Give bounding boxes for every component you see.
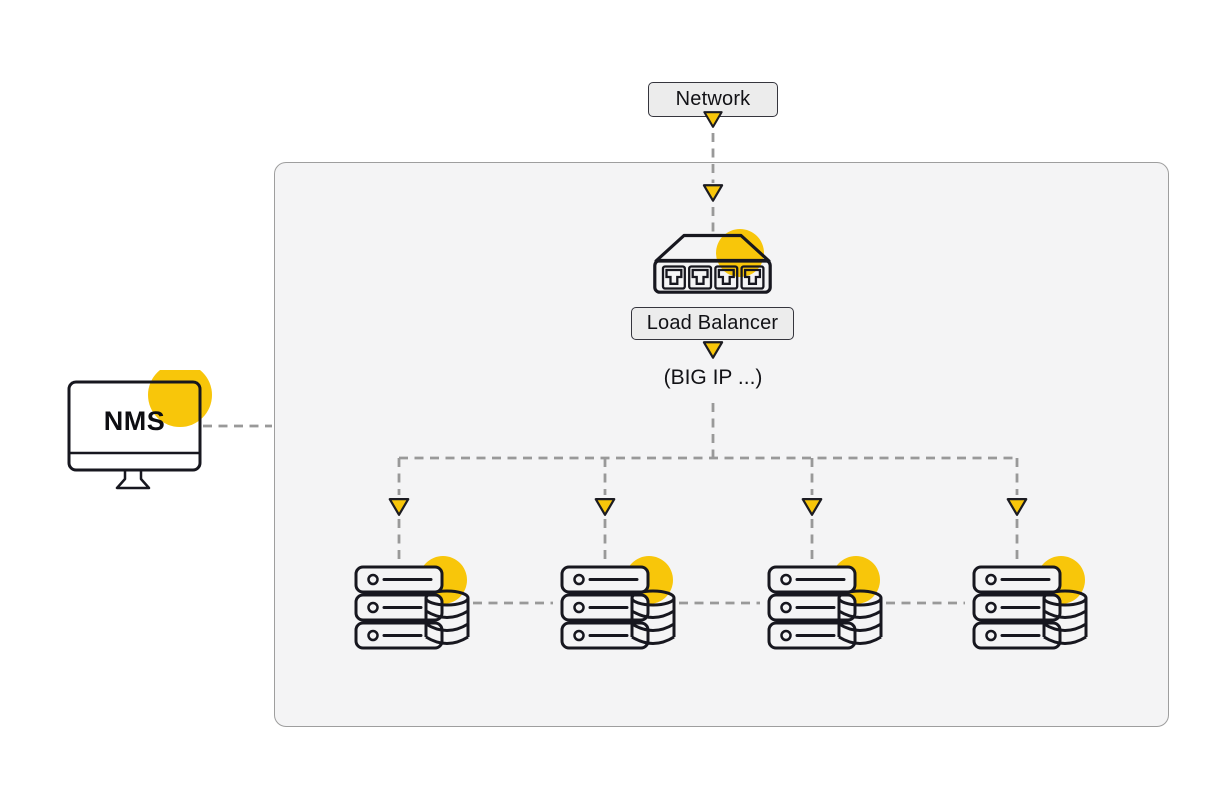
arrow-down-icon [701,183,725,203]
accent-circle [716,229,764,277]
arrow-down-icon [800,496,824,518]
network-switch-icon [653,229,772,294]
arrow-down-icon [1005,496,1029,518]
arrow-down-icon [701,110,725,129]
network-label: Network [675,88,751,110]
server-stack-icon [765,551,889,653]
load-balancer-node: Load Balancer [631,307,794,340]
arrow-down-icon [593,496,617,518]
load-balancer-caption: (BIG IP ...) [663,366,763,389]
arrow-down-icon [700,340,726,360]
nms-label: NMS [103,406,166,436]
server-stack-icon [558,551,682,653]
load-balancer-label: Load Balancer [646,312,779,334]
server-stack-icon [970,551,1094,653]
monitor-icon [67,370,212,490]
server-stack-icon [352,551,476,653]
arrow-down-icon [387,496,411,518]
